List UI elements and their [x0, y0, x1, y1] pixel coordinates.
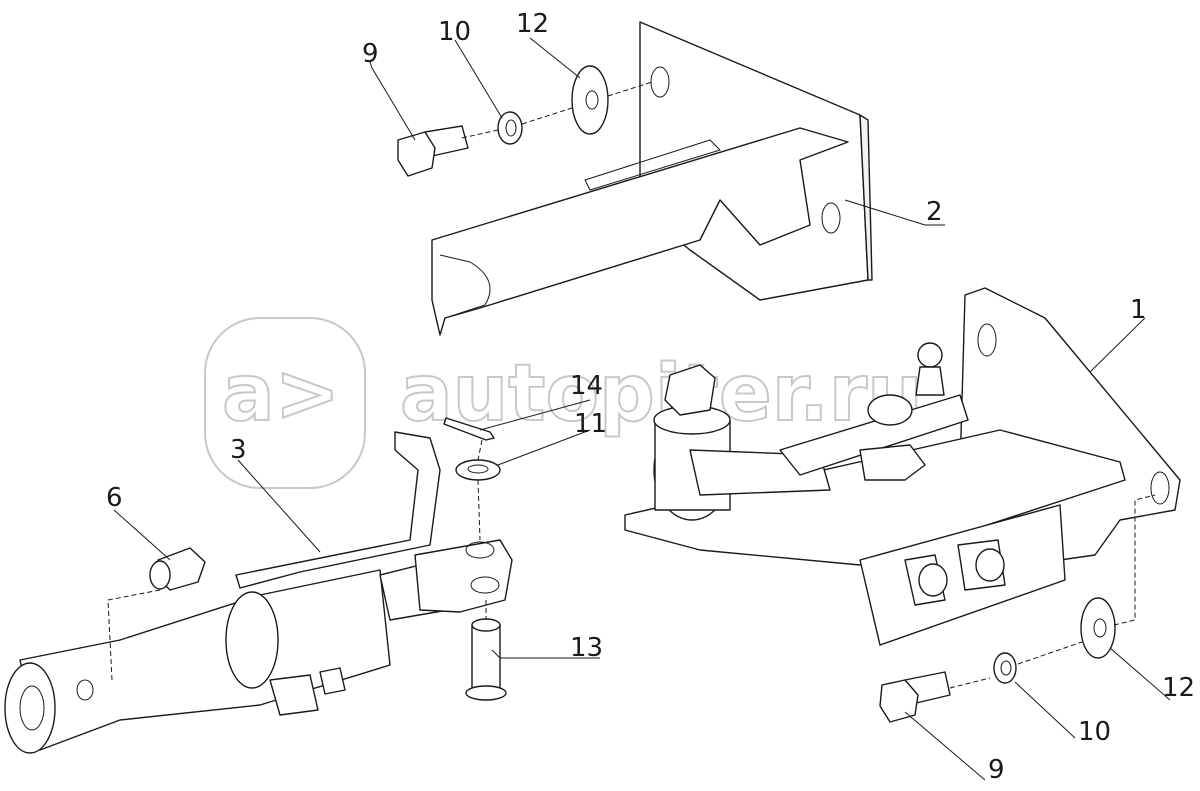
- watermark-logo-text: a>: [222, 349, 340, 439]
- bracket-lower-part-1: [624, 287, 1181, 646]
- cylinder-assembly-part-3: [4, 431, 513, 754]
- nut-part-6: [149, 547, 206, 591]
- washer-upper-part-12: [571, 65, 609, 135]
- spring-washer-lower-part-10: [993, 652, 1017, 684]
- callout-12-bottom: 12: [1162, 673, 1195, 703]
- assembly-axes: [107, 81, 1156, 689]
- callout-6: 6: [106, 483, 123, 513]
- callout-11: 11: [574, 409, 607, 439]
- callout-12-top: 12: [516, 9, 549, 39]
- watermark-logo-frame: [204, 317, 366, 489]
- callout-13: 13: [570, 633, 603, 663]
- pin-part-13: [465, 618, 507, 701]
- callout-9-top: 9: [362, 39, 379, 69]
- callout-10-top: 10: [438, 17, 471, 47]
- spring-washer-upper-part-10: [497, 111, 523, 145]
- callout-9-bottom: 9: [988, 755, 1005, 785]
- washer-lower-part-12: [1080, 597, 1116, 659]
- callout-2: 2: [926, 197, 943, 227]
- callout-3: 3: [230, 435, 247, 465]
- callout-14: 14: [570, 371, 603, 401]
- callout-1: 1: [1130, 295, 1147, 325]
- washer-part-11: [455, 459, 501, 481]
- callout-labels: 2 1 9 10 12 3 6 14 11 13 12 10 9: [106, 9, 1195, 785]
- bolt-lower-part-9: [879, 671, 951, 723]
- callout-10-bottom: 10: [1078, 717, 1111, 747]
- leader-lines: [113, 37, 1171, 781]
- bolt-upper-part-9: [397, 125, 469, 177]
- bracket-upper-part-2: [431, 21, 873, 336]
